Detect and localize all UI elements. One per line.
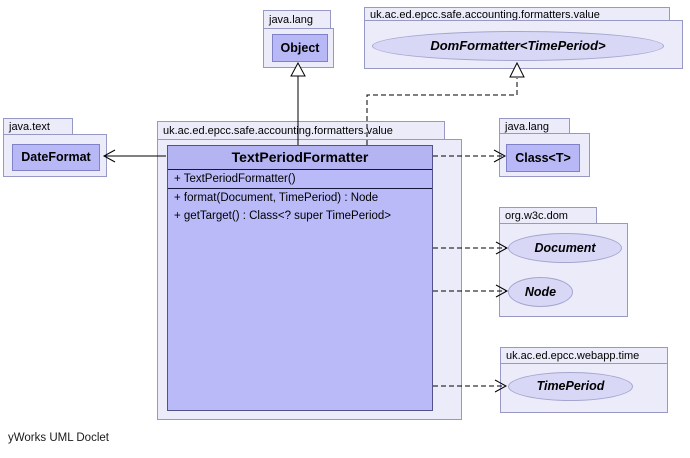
constructor-row: + TextPeriodFormatter() <box>174 173 296 185</box>
package-tab-java-text: java.text <box>3 118 73 135</box>
interface-node[interactable]: Node <box>508 277 573 307</box>
class-object[interactable]: Object <box>272 34 328 62</box>
empty-compartment <box>168 225 432 410</box>
package-tab-formatters-value-top: uk.ac.ed.epcc.safe.accounting.formatters… <box>364 7 670 21</box>
interface-domformatter[interactable]: DomFormatter<TimePeriod> <box>372 31 664 61</box>
interface-timeperiod[interactable]: TimePeriod <box>508 372 633 401</box>
constructors-compartment: + TextPeriodFormatter() <box>168 169 432 188</box>
doclet-caption: yWorks UML Doclet <box>8 432 109 444</box>
class-textperiodformatter[interactable]: TextPeriodFormatter + TextPeriodFormatte… <box>167 145 433 411</box>
method-row: + format(Document, TimePeriod) : Node <box>174 192 379 204</box>
package-tab-java-lang-right: java.lang <box>499 118 570 134</box>
class-dateformat[interactable]: DateFormat <box>12 144 100 171</box>
class-class-t[interactable]: Class<T> <box>506 144 580 172</box>
interface-document[interactable]: Document <box>508 233 622 263</box>
class-title: TextPeriodFormatter <box>168 146 432 169</box>
package-tab-formatters-value-main: uk.ac.ed.epcc.safe.accounting.formatters… <box>157 121 445 140</box>
method-row: + getTarget() : Class<? super TimePeriod… <box>174 210 392 222</box>
methods-compartment: + format(Document, TimePeriod) : Node + … <box>168 188 432 225</box>
package-tab-org-w3c-dom: org.w3c.dom <box>499 207 597 224</box>
package-tab-java-lang-top: java.lang <box>263 10 331 29</box>
package-tab-webapp-time: uk.ac.ed.epcc.webapp.time <box>500 347 668 364</box>
